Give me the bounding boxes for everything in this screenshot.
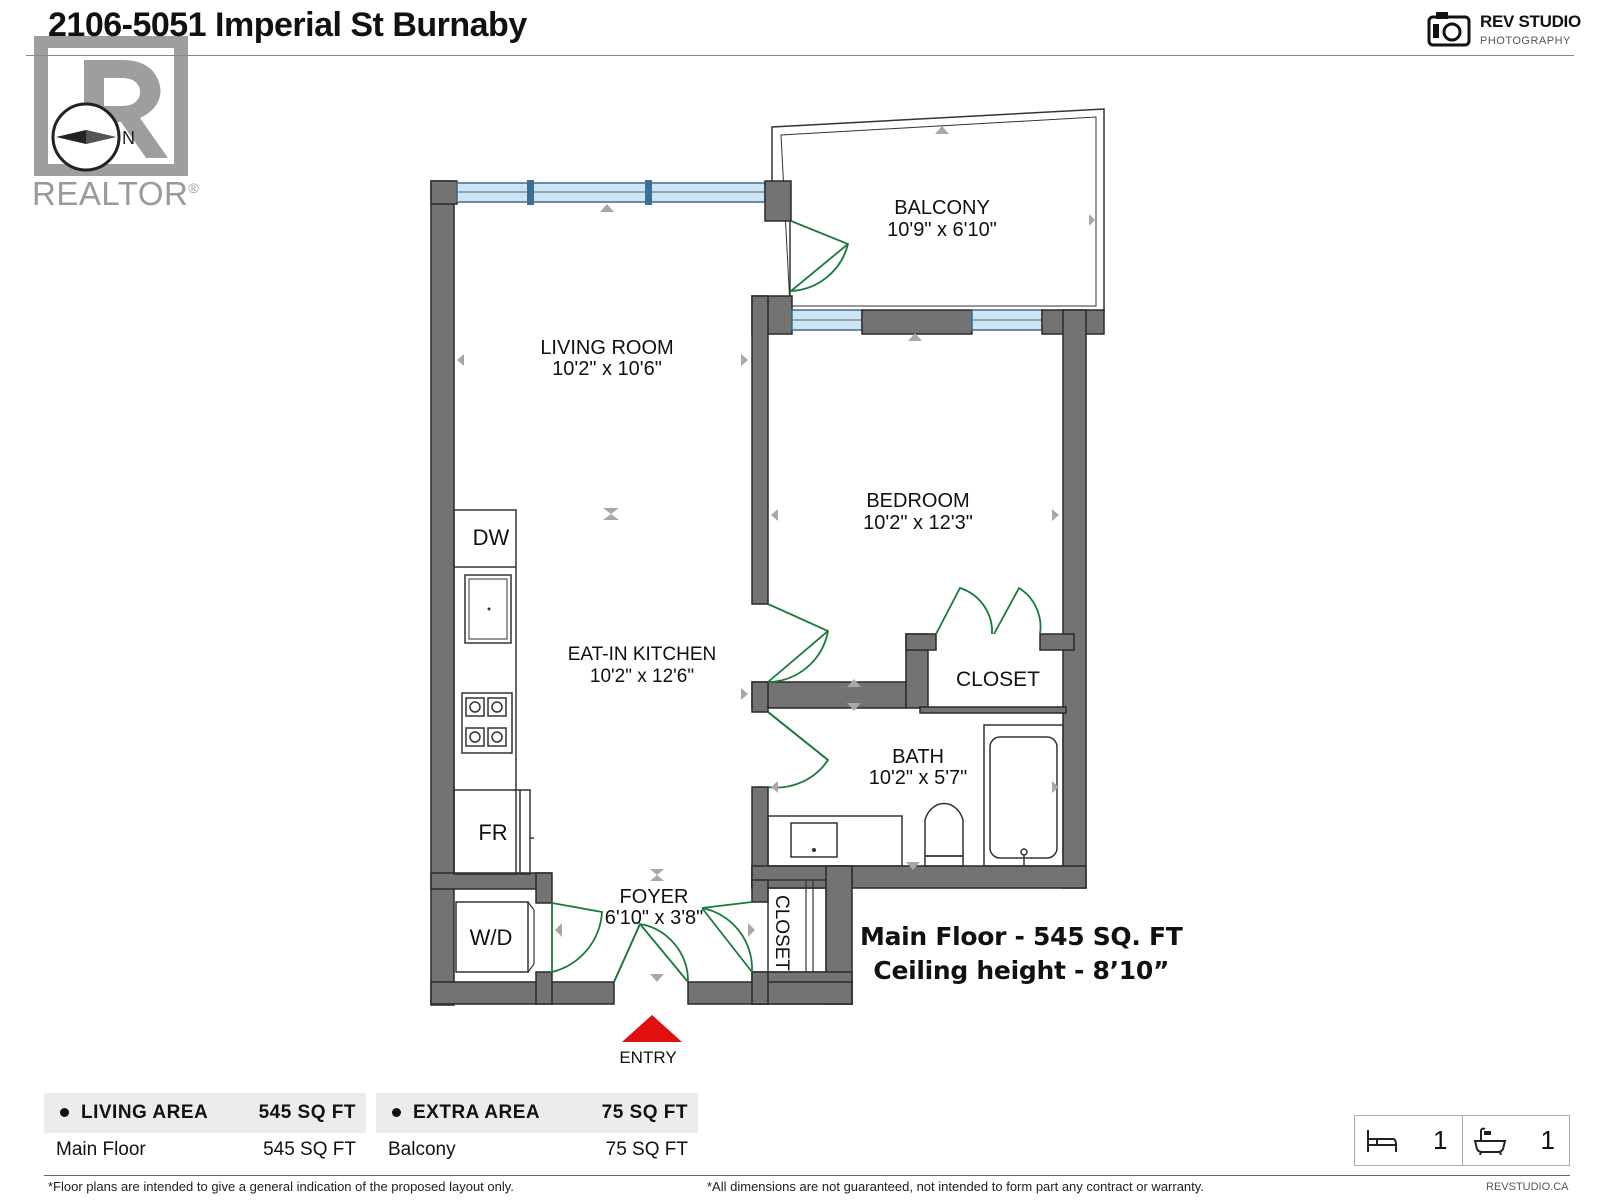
row-value: 75 SQ FT xyxy=(605,1139,688,1160)
realtor-logo: N xyxy=(34,36,188,176)
bed-icon xyxy=(1367,1129,1397,1152)
main-floor-area: Main Floor - 545 SQ. FT xyxy=(860,922,1183,951)
living-area-heading: LIVING AREA xyxy=(81,1102,209,1123)
room-dims-kitchen: 10'2" x 12'6" xyxy=(590,666,694,687)
camera-icon xyxy=(1427,12,1471,47)
compass-letter: N xyxy=(122,128,135,148)
foyer-closet-door xyxy=(701,901,753,973)
extra-area-table: EXTRA AREA 75 SQ FT Balcony 75 SQ FT xyxy=(376,1093,698,1167)
row-label: Main Floor xyxy=(56,1139,146,1160)
living-bedroom-wall xyxy=(751,295,769,605)
fridge xyxy=(453,789,531,875)
bathroom-count: 1 xyxy=(1461,1116,1570,1165)
footnote-website: REVSTUDIO.CA xyxy=(1486,1181,1569,1193)
title-divider xyxy=(26,55,1574,56)
extra-area-heading: EXTRA AREA xyxy=(413,1102,541,1123)
dishwasher-label: DW xyxy=(473,525,510,550)
foyer-closet-outline xyxy=(767,879,827,973)
living-area-table: LIVING AREA 545 SQ FT Main Floor 545 SQ … xyxy=(44,1093,366,1167)
bath-door xyxy=(767,711,830,789)
room-name-bath: BATH xyxy=(892,746,944,768)
bathroom-count-value: 1 xyxy=(1540,1125,1555,1155)
footer-divider xyxy=(44,1175,1570,1176)
room-name-balcony: BALCONY xyxy=(894,197,990,219)
room-name-kitchen: EAT-IN KITCHEN xyxy=(568,644,717,665)
balcony-railing xyxy=(780,116,1097,307)
stove xyxy=(461,692,513,754)
footnote-layout: *Floor plans are intended to give a gene… xyxy=(48,1179,514,1194)
ceiling-height: Ceiling height - 8’10” xyxy=(873,956,1170,985)
closet-door-right xyxy=(993,586,1042,635)
bathtub-icon xyxy=(1473,1127,1506,1155)
extra-area-header: EXTRA AREA 75 SQ FT xyxy=(376,1093,698,1133)
living-area-total: 545 SQ FT xyxy=(258,1102,356,1123)
washer-dryer xyxy=(455,901,529,973)
room-name-foyer-closet: CLOSET xyxy=(771,895,792,971)
bathtub xyxy=(983,724,1064,867)
bedroom-count-value: 1 xyxy=(1433,1125,1448,1155)
laundry-door xyxy=(551,901,603,974)
balcony-door xyxy=(790,220,850,292)
room-name-bedroom-closet: CLOSET xyxy=(956,668,1040,691)
room-counts: 1 1 xyxy=(1354,1115,1570,1166)
bedroom-door xyxy=(767,603,830,683)
washer-dryer-label: W/D xyxy=(470,925,513,950)
page-title: 2106-5051 Imperial St Burnaby xyxy=(48,6,527,44)
table-row: Balcony 75 SQ FT xyxy=(376,1133,698,1167)
room-name-foyer: FOYER xyxy=(620,886,689,908)
brand-subtitle: PHOTOGRAPHY xyxy=(1480,35,1571,47)
entry-door xyxy=(613,922,689,983)
east-wall xyxy=(1062,309,1087,889)
bedroom-count: 1 xyxy=(1355,1116,1462,1165)
realtor-wordmark: REALTOR® xyxy=(32,175,200,212)
room-dims-foyer: 6'10" x 3'8" xyxy=(605,907,704,929)
kitchen-sink xyxy=(464,574,512,644)
fridge-label: FR xyxy=(478,820,507,845)
closet-door-left xyxy=(935,586,993,635)
bath-sink xyxy=(790,822,838,858)
entry-arrow xyxy=(622,1015,682,1042)
entry-label: ENTRY xyxy=(619,1048,676,1067)
vanity xyxy=(767,815,903,867)
row-value: 545 SQ FT xyxy=(263,1139,356,1160)
room-name-living-room: LIVING ROOM xyxy=(540,337,673,359)
room-dims-living-room: 10'2" x 10'6" xyxy=(552,358,662,380)
living-area-header: LIVING AREA 545 SQ FT xyxy=(44,1093,366,1133)
row-label: Balcony xyxy=(388,1139,456,1160)
room-dims-bath: 10'2" x 5'7" xyxy=(869,767,968,789)
brand-name: REV STUDIO xyxy=(1480,12,1581,31)
room-name-bedroom: BEDROOM xyxy=(866,490,969,512)
extra-area-total: 75 SQ FT xyxy=(601,1102,688,1123)
footnote-dimensions: *All dimensions are not guaranteed, not … xyxy=(707,1179,1204,1194)
bullet-icon xyxy=(392,1108,401,1118)
room-dims-balcony: 10'9" x 6'10" xyxy=(887,219,997,241)
floor-summary: Main Floor - 545 SQ. FT Ceiling height -… xyxy=(860,920,1183,988)
table-row: Main Floor 545 SQ FT xyxy=(44,1133,366,1167)
room-dims-bedroom: 10'2" x 12'3" xyxy=(863,512,973,534)
bullet-icon xyxy=(60,1108,69,1118)
toilet xyxy=(924,802,964,857)
